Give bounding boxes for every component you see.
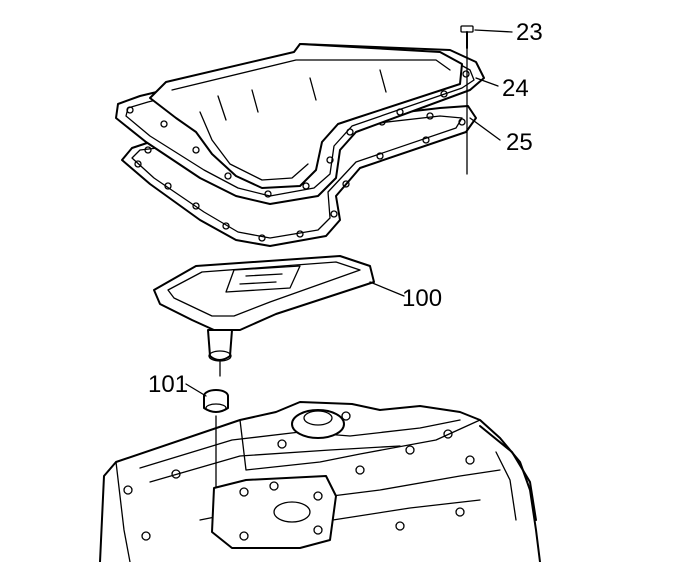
callout-24: 24 bbox=[502, 75, 529, 102]
callout-100: 100 bbox=[402, 285, 442, 312]
callout-23: 23 bbox=[516, 19, 543, 46]
pan-bolt-holes bbox=[126, 70, 470, 198]
pan-bolt bbox=[460, 25, 474, 175]
callout-25: 25 bbox=[506, 129, 533, 156]
transmission-case bbox=[99, 401, 541, 562]
callout-101: 101 bbox=[148, 371, 188, 398]
filter-seal bbox=[203, 389, 229, 493]
oil-pan bbox=[115, 43, 485, 205]
case-bolts bbox=[123, 411, 475, 541]
leader-lines bbox=[185, 29, 513, 397]
transmission-filter bbox=[153, 255, 375, 377]
